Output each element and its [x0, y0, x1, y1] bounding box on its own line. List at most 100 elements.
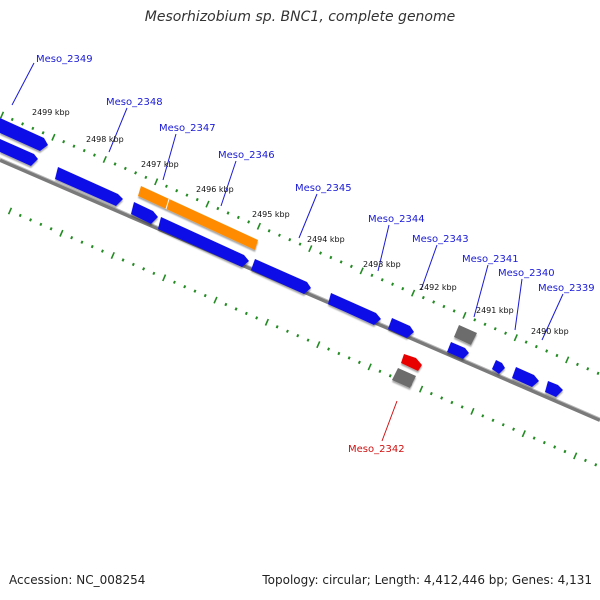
minor-tick [327, 347, 331, 351]
minor-tick [175, 188, 179, 193]
tick-label: 2497 kbp [141, 160, 179, 169]
minor-tick [164, 184, 168, 188]
label-meso-2345[interactable]: Meso_2345 [295, 183, 352, 194]
gene-meso-2340[interactable] [512, 367, 539, 387]
major-tick [573, 452, 578, 460]
major-tick [462, 311, 467, 319]
minor-tick [298, 242, 302, 246]
minor-tick [92, 153, 96, 157]
gene-labels: Meso_2349 Meso_2348 Meso_2347 Meso_2346 … [36, 54, 595, 455]
leader-meso-2349 [11, 62, 35, 106]
major-tick [316, 341, 321, 349]
major-tick [51, 133, 56, 141]
label-meso-2349[interactable]: Meso_2349 [36, 54, 93, 65]
gene-meso-2342[interactable] [401, 354, 422, 371]
minor-tick [247, 220, 251, 224]
gene-meso-2348b[interactable] [55, 167, 123, 206]
minor-tick [234, 307, 238, 311]
minor-tick [542, 440, 546, 445]
gene-meso-2340-a[interactable] [492, 360, 505, 374]
minor-tick [31, 126, 35, 131]
major-tick [110, 251, 115, 260]
gene-meso-2348[interactable] [0, 139, 38, 166]
minor-tick [319, 251, 323, 255]
label-meso-2347[interactable]: Meso_2347 [159, 123, 216, 134]
gene-other-grey-b[interactable] [392, 368, 416, 388]
minor-tick [347, 356, 351, 360]
minor-tick [596, 371, 600, 375]
minor-tick [339, 260, 343, 264]
major-tick [59, 229, 64, 237]
label-meso-2340[interactable]: Meso_2340 [498, 268, 555, 279]
gene-other-grey-a[interactable] [454, 325, 477, 345]
minor-tick [586, 367, 590, 371]
minor-tick [41, 131, 45, 135]
gene-meso-2349[interactable] [0, 118, 48, 151]
minor-tick [183, 284, 187, 289]
minor-tick [172, 280, 176, 284]
minor-tick [70, 236, 74, 240]
label-meso-2344[interactable]: Meso_2344 [368, 214, 425, 225]
minor-tick [391, 282, 395, 286]
minor-tick [452, 309, 456, 313]
minor-tick [329, 255, 333, 260]
minor-tick [152, 271, 156, 276]
minor-tick [357, 360, 361, 365]
label-meso-2343[interactable]: Meso_2343 [412, 234, 469, 245]
label-meso-2342[interactable]: Meso_2342 [348, 444, 405, 455]
minor-tick [244, 311, 248, 316]
minor-tick [131, 262, 135, 267]
gene-meso-2339[interactable] [545, 381, 563, 397]
leader-meso-2344 [377, 224, 390, 272]
tick-label: 2499 kbp [32, 108, 70, 117]
minor-tick [563, 449, 567, 454]
gene-meso-2346[interactable] [158, 217, 249, 267]
major-tick [521, 430, 526, 438]
minor-tick [142, 267, 146, 271]
tick-label: 2498 kbp [86, 135, 124, 144]
label-meso-2341[interactable]: Meso_2341 [462, 254, 519, 265]
major-tick [256, 222, 262, 230]
tick-label: 2491 kbp [476, 306, 514, 315]
tick-label: 2496 kbp [196, 185, 234, 194]
tick-label: 2490 kbp [531, 327, 569, 336]
gene-meso-2345[interactable] [251, 259, 311, 294]
gene-features [0, 118, 563, 397]
major-tick [359, 267, 364, 275]
minor-tick [306, 338, 310, 342]
minor-tick [100, 249, 104, 253]
gene-meso-2341[interactable] [447, 342, 469, 359]
major-tick [565, 356, 570, 364]
label-meso-2346[interactable]: Meso_2346 [218, 150, 275, 161]
major-tick [410, 289, 416, 297]
minor-tick [440, 396, 444, 400]
minor-tick [450, 400, 454, 405]
minor-tick [432, 300, 436, 304]
major-tick [7, 207, 13, 215]
major-tick [154, 178, 159, 186]
label-meso-2339[interactable]: Meso_2339 [538, 283, 595, 294]
minor-tick [113, 162, 117, 166]
minor-tick [21, 122, 25, 126]
major-tick [308, 245, 313, 253]
lower-tick-ruler [7, 207, 598, 467]
minor-tick [524, 340, 528, 344]
minor-tick [29, 218, 33, 222]
label-leaders [11, 62, 564, 442]
minor-tick [18, 213, 22, 218]
minor-tick [236, 215, 240, 220]
minor-tick [288, 238, 292, 242]
minor-tick [483, 322, 487, 327]
tick-labels: 2499 kbp 2498 kbp 2497 kbp 2496 kbp 2495… [32, 108, 569, 336]
gene-meso-2344[interactable] [328, 293, 381, 325]
minor-tick [82, 148, 86, 153]
minor-tick [121, 258, 125, 262]
gene-meso-2346-a[interactable] [131, 202, 158, 224]
label-meso-2348[interactable]: Meso_2348 [106, 97, 163, 108]
gene-meso-2343[interactable] [388, 318, 414, 338]
leader-meso-2341 [473, 264, 489, 318]
minor-tick [460, 405, 464, 409]
major-tick [264, 318, 270, 326]
minor-tick [255, 316, 259, 320]
minor-tick [134, 171, 138, 175]
